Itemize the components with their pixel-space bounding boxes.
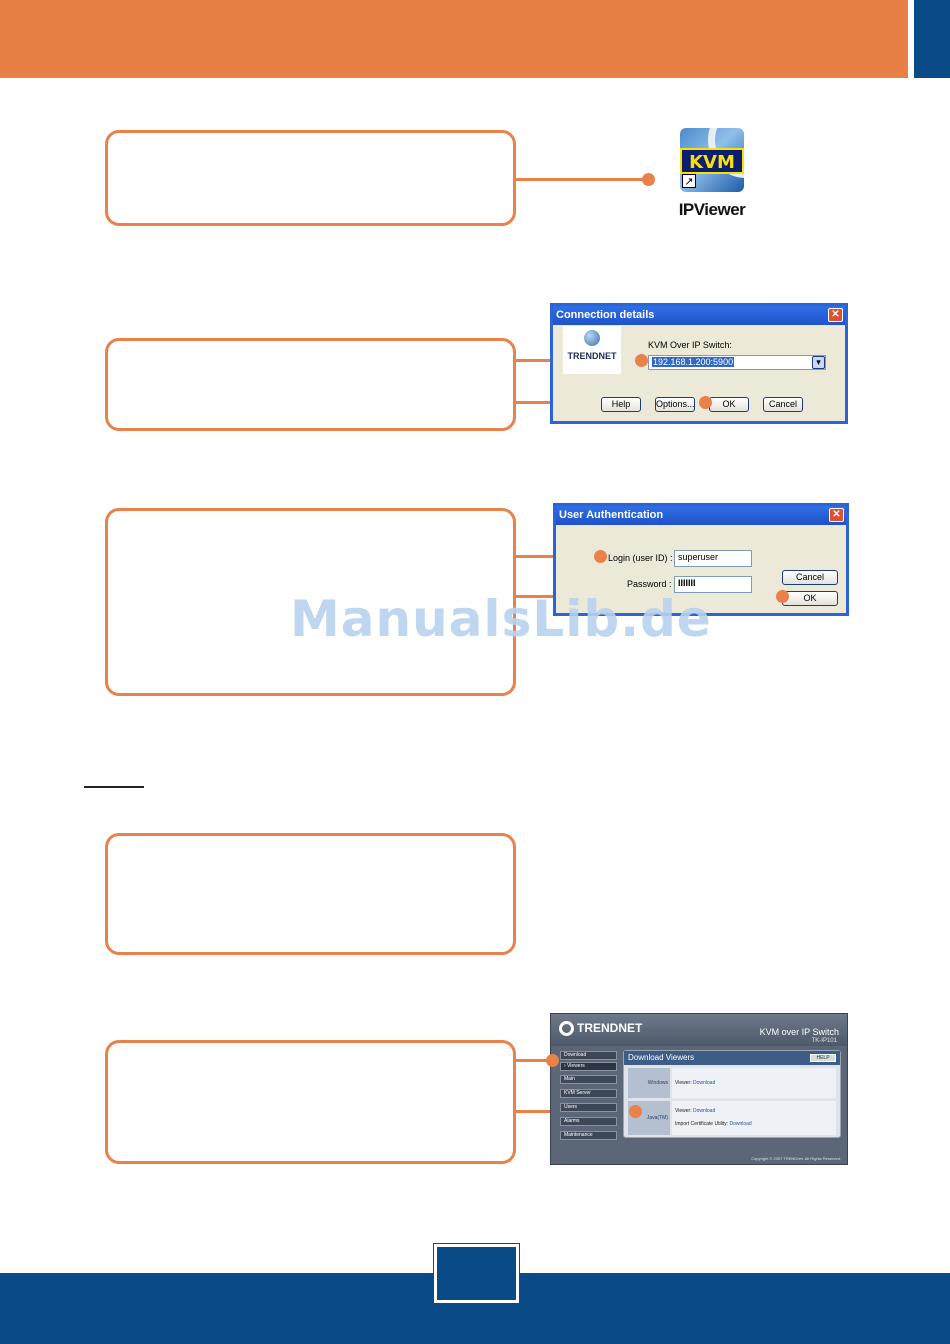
nav-viewers[interactable]: › Viewers [560,1062,617,1071]
ok-button[interactable]: OK [709,397,749,412]
kvm-badge: KVM [680,148,744,174]
viewer-label: Viewer: Download [675,1108,716,1114]
ok-button[interactable]: OK [782,591,838,606]
callout-box-2 [105,338,516,431]
nav-download[interactable]: Download [560,1051,617,1060]
download-viewers-panel: Download Viewers HELP Windows Viewer: Do… [623,1050,841,1138]
shortcut-arrow-icon: ↗ [682,174,696,188]
nav-kvm-server[interactable]: KVM Server [560,1089,617,1098]
cancel-button[interactable]: Cancel [763,397,803,412]
trendnet-logo-text: TRENDNET [567,351,617,361]
certificate-download-link[interactable]: Download [729,1121,752,1127]
callout-box-5 [105,1040,516,1164]
cancel-button[interactable]: Cancel [782,570,838,585]
nav-main[interactable]: Main [560,1075,617,1084]
panel-title: Download Viewers [624,1051,840,1065]
note-underline [84,786,144,788]
trendnet-logo: TRENDNET [559,1021,643,1037]
callout-box-1 [105,130,516,226]
password-field[interactable]: IIIIIII [674,576,752,593]
help-button[interactable]: Help [601,397,641,412]
close-icon[interactable]: ✕ [828,308,843,322]
switch-address-value: 192.168.1.200:5900 [652,357,735,367]
close-icon[interactable]: ✕ [829,508,844,522]
trendnet-ring-icon [559,1021,574,1037]
header-tab [914,0,950,78]
globe-icon [584,330,600,346]
connector-dot [776,590,789,603]
web-header: TRENDNET KVM over IP Switch TK-IP101 [551,1014,847,1046]
connector-dot [629,1105,642,1118]
callout-box-3 [105,508,516,696]
switch-address-label: KVM Over IP Switch: [648,340,732,350]
chevron-down-icon[interactable]: ▾ [812,356,825,369]
login-label: Login (user ID) : [608,553,673,563]
password-label: Password : [627,579,672,589]
switch-address-field[interactable]: 192.168.1.200:5900 [648,355,826,370]
viewer-label: Viewer: Download [675,1080,716,1086]
options-button[interactable]: Options... [655,397,695,412]
row-label-windows: Windows [628,1068,670,1098]
connector-dot [546,1054,559,1067]
certificate-label: Import Certificate Utility: Download [675,1121,752,1127]
callout-box-4 [105,833,516,955]
connector-dot [699,396,712,409]
trendnet-logo-text: TRENDNET [577,1021,643,1035]
watermark: ManualsLib.de [290,590,712,648]
connector-dot [635,354,648,367]
copyright: Copyright © 2007 TRENDnet. All Rights Re… [751,1156,841,1161]
row-java: Viewer: Download Import Certificate Util… [672,1101,836,1135]
login-field[interactable]: superuser [674,550,752,567]
header-band [0,0,908,78]
java-download-link[interactable]: Download [692,1108,716,1114]
row-windows: Viewer: Download [672,1068,836,1098]
connector-line [516,178,646,181]
ipviewer-icon[interactable]: KVM ↗ [680,128,744,192]
nav-users[interactable]: Users [560,1103,617,1112]
ipviewer-label: IPViewer [678,200,746,219]
web-title: KVM over IP Switch [759,1027,839,1037]
nav-alarms[interactable]: Alarms [560,1117,617,1126]
kvm-web-interface: TRENDNET KVM over IP Switch TK-IP101 Dow… [550,1013,848,1165]
windows-download-link[interactable]: Download [692,1080,716,1086]
page-number-box [433,1243,520,1304]
trendnet-logo: TRENDNET [563,326,621,374]
connector-dot [642,173,655,186]
connector-line [516,1059,548,1062]
help-button[interactable]: HELP [810,1054,836,1062]
connector-dot [594,550,607,563]
dialog-title: User Authentication [556,506,846,525]
dialog-title: Connection details [553,306,845,325]
web-model: TK-IP101 [811,1038,837,1044]
nav-maintenance[interactable]: Maintenance [560,1131,617,1140]
